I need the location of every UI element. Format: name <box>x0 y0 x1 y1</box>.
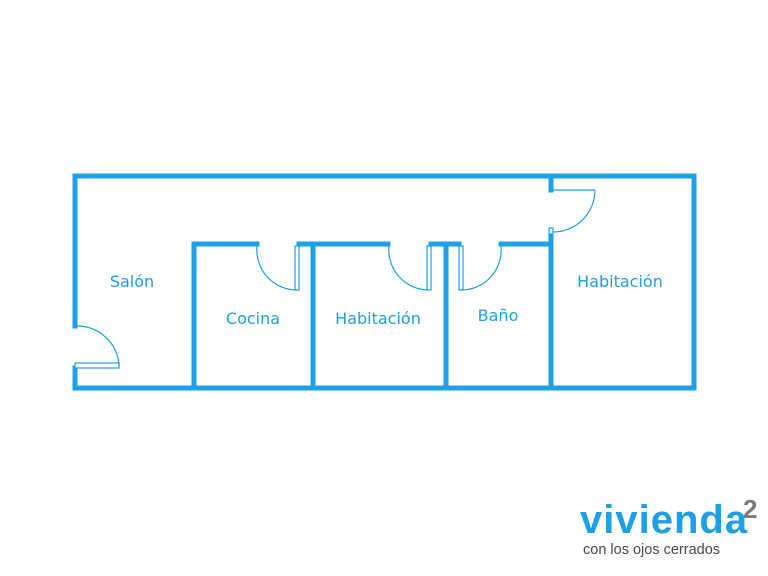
door-habitacion-2 <box>548 189 596 235</box>
logo-tagline: con los ojos cerrados <box>583 542 721 558</box>
logo-superscript: 2 <box>743 494 758 524</box>
inner-walls <box>191 173 554 391</box>
room-label-salon: Salón <box>110 272 154 291</box>
room-label-habitacion-2: Habitación <box>577 272 663 291</box>
room-label-cocina: Cocina <box>226 309 280 328</box>
logo-wordmark: vivienda <box>580 498 749 542</box>
door-entrance <box>74 325 120 369</box>
room-label-habitacion: Habitación <box>335 309 421 328</box>
brand-logo: vivienda 2 con los ojos cerrados <box>580 496 765 570</box>
outer-walls <box>72 173 697 391</box>
door-bano <box>458 245 502 291</box>
room-label-bano: Baño <box>478 306 519 325</box>
door-cocina <box>256 245 300 291</box>
door-habitacion-1 <box>388 245 432 291</box>
